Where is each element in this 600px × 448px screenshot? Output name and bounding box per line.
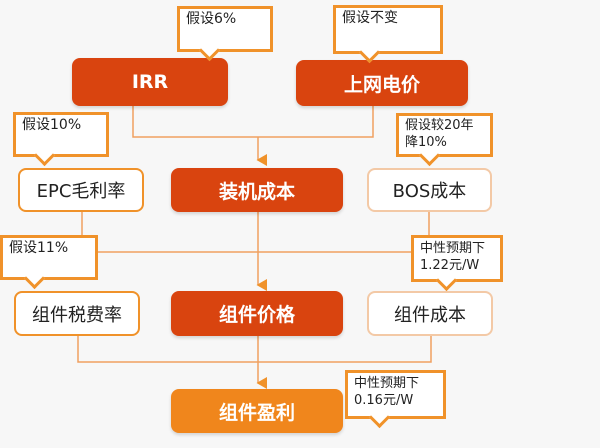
node-label: 上网电价	[343, 73, 420, 96]
callout-module-tax: 假设11%	[0, 235, 98, 280]
callout-text: 假设较20年降10%	[405, 118, 474, 150]
callout-irr: 假设6%	[177, 6, 273, 52]
callout-text: 假设6%	[186, 11, 237, 27]
node-label: 组件价格	[218, 304, 295, 326]
node-bos-cost: BOS成本	[367, 168, 492, 212]
node-irr: IRR	[72, 58, 228, 106]
callout-module-profit: 中性预期下0.16元/W	[345, 370, 446, 419]
node-label: 组件成本	[394, 304, 466, 326]
node-label: BOS成本	[392, 181, 467, 202]
node-label: 组件税费率	[32, 304, 122, 326]
callout-grid-price: 假设不变	[333, 5, 443, 54]
callout-module-cost: 中性预期下1.22元/W	[411, 235, 503, 282]
callout-text: 假设11%	[9, 240, 69, 256]
callout-text: 中性预期下0.16元/W	[354, 376, 420, 408]
node-grid-price: 上网电价	[296, 60, 468, 106]
node-module-price: 组件价格	[171, 291, 343, 336]
node-install-cost: 装机成本	[171, 168, 343, 212]
node-module-profit: 组件盈利	[171, 389, 343, 433]
node-label: IRR	[131, 71, 169, 93]
callout-bos-cost: 假设较20年降10%	[396, 113, 493, 157]
callout-text: 假设不变	[342, 10, 398, 26]
node-module-tax: 组件税费率	[14, 291, 140, 336]
callout-epc-margin: 假设10%	[13, 112, 109, 157]
node-label: 组件盈利	[218, 401, 295, 424]
callout-text: 假设10%	[22, 117, 82, 133]
node-label: 装机成本	[218, 180, 295, 203]
callout-text: 中性预期下1.22元/W	[420, 241, 486, 273]
node-module-cost: 组件成本	[367, 291, 493, 336]
node-epc-margin: EPC毛利率	[18, 168, 144, 212]
node-label: EPC毛利率	[36, 181, 126, 202]
